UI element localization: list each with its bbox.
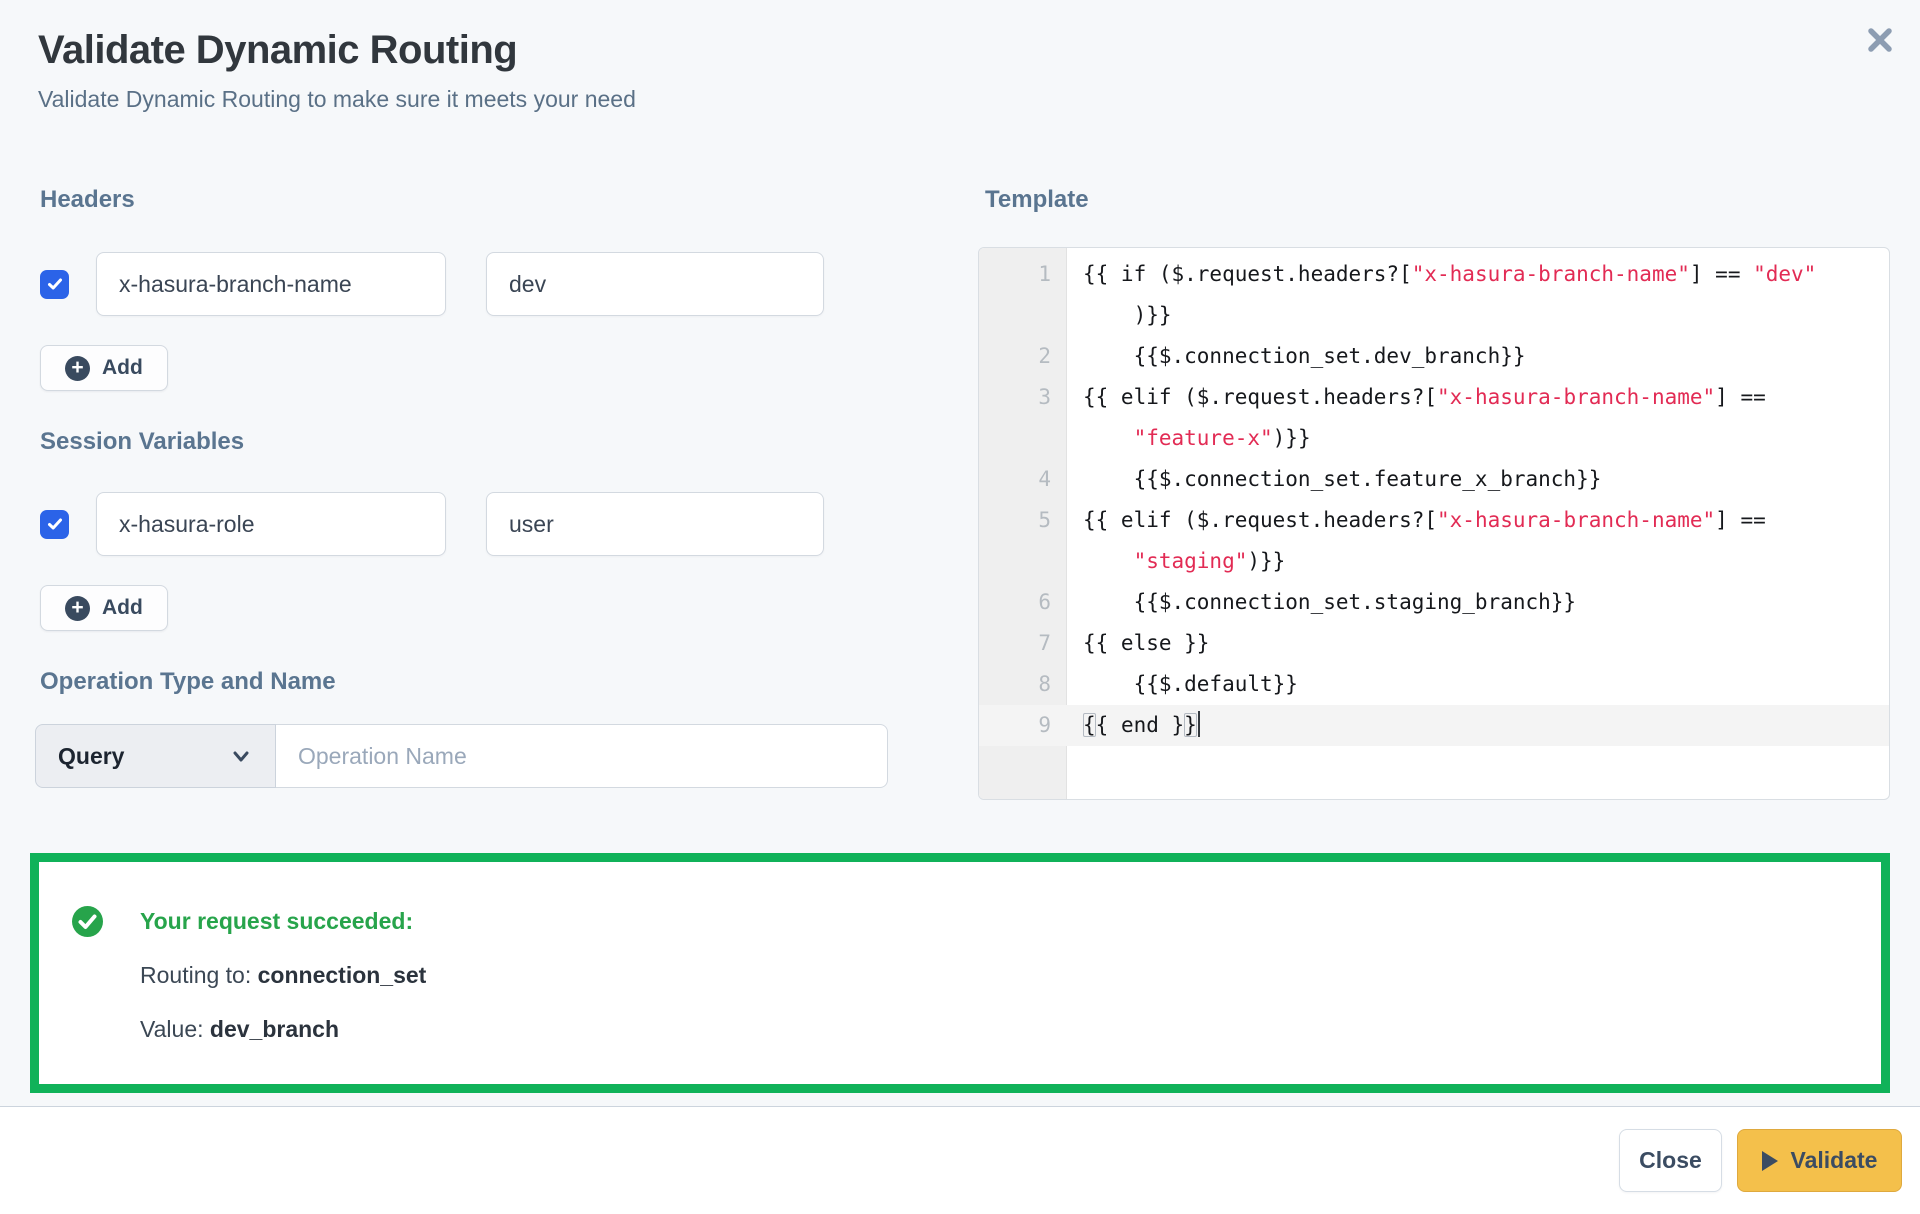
code-row[interactable]: 9{{ end }} [979,705,1889,746]
header-key-input[interactable] [96,252,446,316]
add-session-variable-button[interactable]: + Add [40,585,168,631]
add-header-label: Add [102,356,143,379]
text-caret [1197,711,1200,737]
routing-value: connection_set [257,962,427,988]
code-row[interactable]: 6 {{$.connection_set.staging_branch}} [1038,590,1577,614]
header-value-input[interactable] [486,252,824,316]
header-row [40,252,824,316]
code-row[interactable]: 3{{ elif ($.request.headers?["x-hasura-b… [1038,385,1766,409]
add-session-label: Add [102,596,143,619]
code-rows: 1{{ if ($.request.headers?["x-hasura-bra… [979,248,1889,746]
validation-result-panel: Your request succeeded: Routing to: conn… [30,853,1890,1093]
session-key-input[interactable] [96,492,446,556]
validate-label: Validate [1790,1147,1878,1173]
routing-label: Routing to: [140,962,258,988]
operation-type-select[interactable]: Query [35,724,276,788]
code-row[interactable]: 7{{ else }} [1038,631,1210,655]
session-variable-row [40,492,824,556]
template-code-editor[interactable]: 1{{ if ($.request.headers?["x-hasura-bra… [978,247,1890,800]
play-icon [1761,1150,1778,1171]
operation-section-label: Operation Type and Name [40,668,336,695]
template-section-label: Template [985,186,1089,213]
result-value-line: Value: dev_branch [140,1016,1881,1043]
result-title: Your request succeeded: [140,908,414,934]
success-check-icon [72,906,103,942]
validate-button[interactable]: Validate [1737,1129,1902,1192]
check-icon [47,518,62,530]
page-title: Validate Dynamic Routing [38,28,518,72]
code-row[interactable]: 2 {{$.connection_set.dev_branch}} [1038,344,1526,368]
operation-control: Query [35,724,888,788]
header-enabled-checkbox[interactable] [40,269,69,299]
code-row[interactable]: "feature-x")}} [1133,426,1311,450]
close-icon[interactable] [1862,22,1898,58]
dialog-footer: Close Validate [0,1106,1920,1214]
value-label: Value: [140,1016,210,1042]
session-variables-section-label: Session Variables [40,428,245,455]
operation-type-selected: Query [58,742,125,769]
code-row[interactable]: 8 {{$.default}} [1038,672,1298,696]
operation-name-input[interactable] [276,724,888,788]
close-button[interactable]: Close [1619,1129,1722,1192]
session-enabled-checkbox[interactable] [40,509,69,539]
code-row[interactable]: "staging")}} [1133,549,1286,573]
code-row[interactable]: 4 {{$.connection_set.feature_x_branch}} [1038,467,1602,491]
session-value-input[interactable] [486,492,824,556]
code-row[interactable]: 1{{ if ($.request.headers?["x-hasura-bra… [1038,262,1817,286]
page-subtitle: Validate Dynamic Routing to make sure it… [38,86,636,112]
check-icon [47,278,62,290]
chevron-down-icon [233,751,249,762]
code-row[interactable]: )}} [1083,303,1172,327]
plus-circle-icon: + [65,595,90,621]
code-row[interactable]: 5{{ elif ($.request.headers?["x-hasura-b… [1038,508,1766,532]
plus-circle-icon: + [65,355,90,381]
value-value: dev_branch [209,1016,340,1042]
headers-section-label: Headers [40,186,135,213]
add-header-button[interactable]: + Add [40,345,168,391]
result-routing-line: Routing to: connection_set [140,962,1881,989]
